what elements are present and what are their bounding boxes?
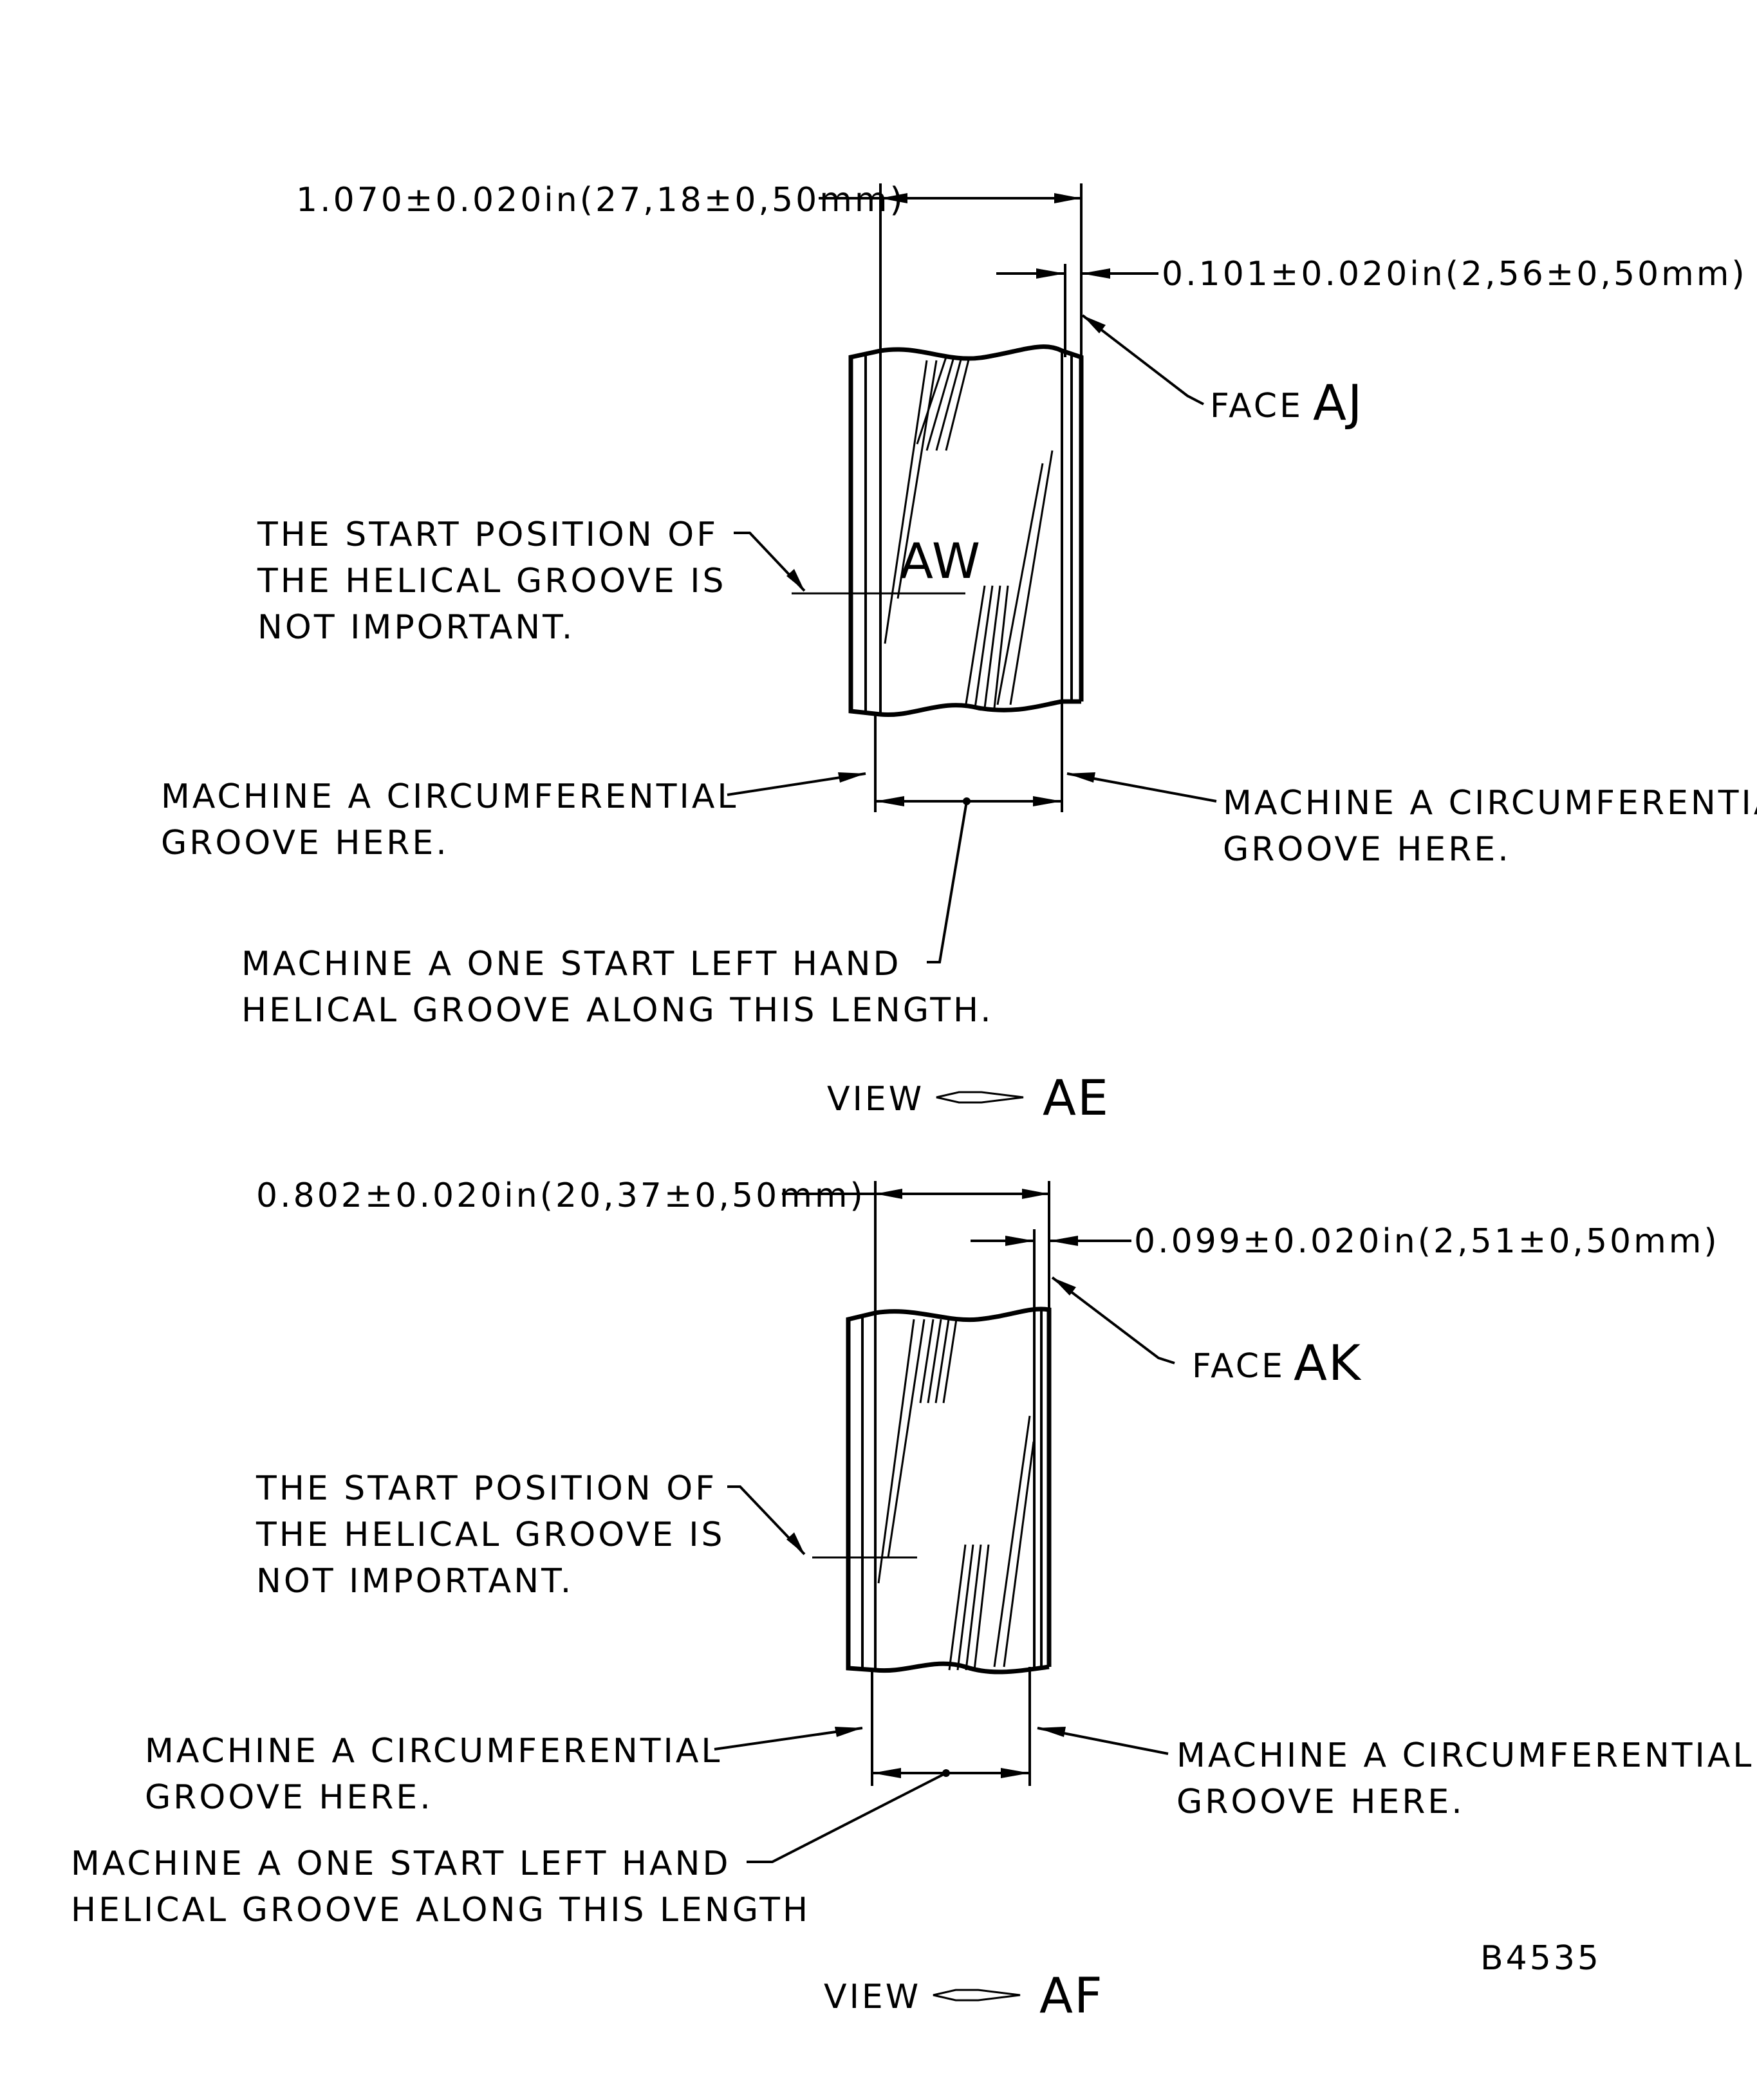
view-arrow-icon xyxy=(936,1091,1024,1104)
view-af-length-label: 0.802±0.020in(20,37±0,50mm) xyxy=(256,1176,866,1215)
view-af-helical-line1: MACHINE A ONE START LEFT HAND xyxy=(71,1844,731,1883)
view-ae-cylinder-outline xyxy=(848,344,1084,718)
view-arrow-icon xyxy=(933,1989,1021,2002)
view-ae-view-id: AE xyxy=(1043,1069,1110,1126)
view-af-title: VIEW AF xyxy=(824,1967,1104,2024)
view-af-helical-dimension xyxy=(747,1667,1031,1863)
view-af-part xyxy=(846,1306,1052,1675)
view-ae-left-groove-line2: GROOVE HERE. xyxy=(161,824,449,862)
view-af-left-groove-line2: GROOVE HERE. xyxy=(145,1778,433,1817)
view-ae-start-note-line1: THE START POSITION OF xyxy=(257,516,718,554)
view-ae-groove-marker: AW xyxy=(900,532,981,590)
view-af-start-note-line3: NOT IMPORTANT. xyxy=(256,1562,573,1601)
view-ae-right-groove-note: MACHINE A CIRCUMFERENTIAL GROOVE HERE. xyxy=(1066,772,1757,869)
view-af-helical-line2: HELICAL GROOVE ALONG THIS LENGTH xyxy=(71,1891,810,1929)
view-ae-helical-dimension xyxy=(874,702,1063,963)
view-ae-face-prefix: FACE xyxy=(1210,387,1303,425)
view-af-offset-dimension: 0.099±0.020in(2,51±0,50mm) xyxy=(971,1222,1720,1313)
view-ae-helical-line1: MACHINE A ONE START LEFT HAND xyxy=(241,945,902,983)
view-ae-left-groove-line1: MACHINE A CIRCUMFERENTIAL xyxy=(161,777,738,816)
view-ae-part xyxy=(848,344,1084,718)
view-ae-face-id: AJ xyxy=(1313,374,1363,431)
view-ae-right-groove-line1: MACHINE A CIRCUMFERENTIAL xyxy=(1223,784,1757,822)
view-ae-face-callout: FACE AJ xyxy=(1081,314,1363,431)
view-af-face-callout: FACE AK xyxy=(1051,1276,1362,1391)
figure-reference: B4535 xyxy=(1480,1939,1601,1978)
view-ae-offset-label: 0.101±0.020in(2,56±0,50mm) xyxy=(1162,255,1747,293)
view-ae-start-note-line3: NOT IMPORTANT. xyxy=(257,608,575,647)
view-ae-helical-note: MACHINE A ONE START LEFT HAND HELICAL GR… xyxy=(241,945,994,1030)
view-ae-title: VIEW AE xyxy=(827,1069,1110,1126)
view-af-offset-label: 0.099±0.020in(2,51±0,50mm) xyxy=(1134,1222,1720,1261)
view-af-right-groove-note: MACHINE A CIRCUMFERENTIAL GROOVE HERE. xyxy=(1037,1727,1754,1821)
view-ae-view-label: VIEW xyxy=(827,1080,924,1119)
view-ae-helical-groove xyxy=(884,357,1054,709)
view-af-right-groove-line1: MACHINE A CIRCUMFERENTIAL xyxy=(1176,1736,1754,1775)
view-af-helical-note: MACHINE A ONE START LEFT HAND HELICAL GR… xyxy=(71,1844,810,1929)
view-af-helical-groove xyxy=(877,1319,1035,1671)
view-af-start-note-line2: THE HELICAL GROOVE IS xyxy=(256,1516,725,1554)
view-ae-start-note-line2: THE HELICAL GROOVE IS xyxy=(257,562,727,600)
view-af-right-groove-line2: GROOVE HERE. xyxy=(1176,1783,1465,1821)
view-af-start-note: THE START POSITION OF THE HELICAL GROOVE… xyxy=(256,1469,917,1601)
view-ae-right-groove-line2: GROOVE HERE. xyxy=(1223,830,1511,869)
view-af-view-id: AF xyxy=(1039,1967,1104,2024)
view-ae-helical-line2: HELICAL GROOVE ALONG THIS LENGTH. xyxy=(241,991,994,1030)
view-af-start-note-line1: THE START POSITION OF xyxy=(256,1469,717,1508)
view-af-left-groove-line1: MACHINE A CIRCUMFERENTIAL xyxy=(145,1732,722,1770)
view-ae-length-label: 1.070±0.020in(27,18±0,50mm) xyxy=(296,181,906,219)
view-af-left-groove-note: MACHINE A CIRCUMFERENTIAL GROOVE HERE. xyxy=(145,1727,863,1817)
view-ae-start-note: THE START POSITION OF THE HELICAL GROOVE… xyxy=(257,516,981,647)
view-af-length-dimension: 0.802±0.020in(20,37±0,50mm) xyxy=(256,1176,1050,1313)
view-af-face-prefix: FACE xyxy=(1192,1347,1285,1386)
view-af-view-label: VIEW xyxy=(824,1978,921,2016)
view-ae-left-groove-note: MACHINE A CIRCUMFERENTIAL GROOVE HERE. xyxy=(161,772,866,862)
view-ae-length-dimension: 1.070±0.020in(27,18±0,50mm) xyxy=(296,181,1083,357)
view-af-face-id: AK xyxy=(1294,1334,1362,1391)
view-ae-offset-dimension: 0.101±0.020in(2,56±0,50mm) xyxy=(996,255,1747,357)
